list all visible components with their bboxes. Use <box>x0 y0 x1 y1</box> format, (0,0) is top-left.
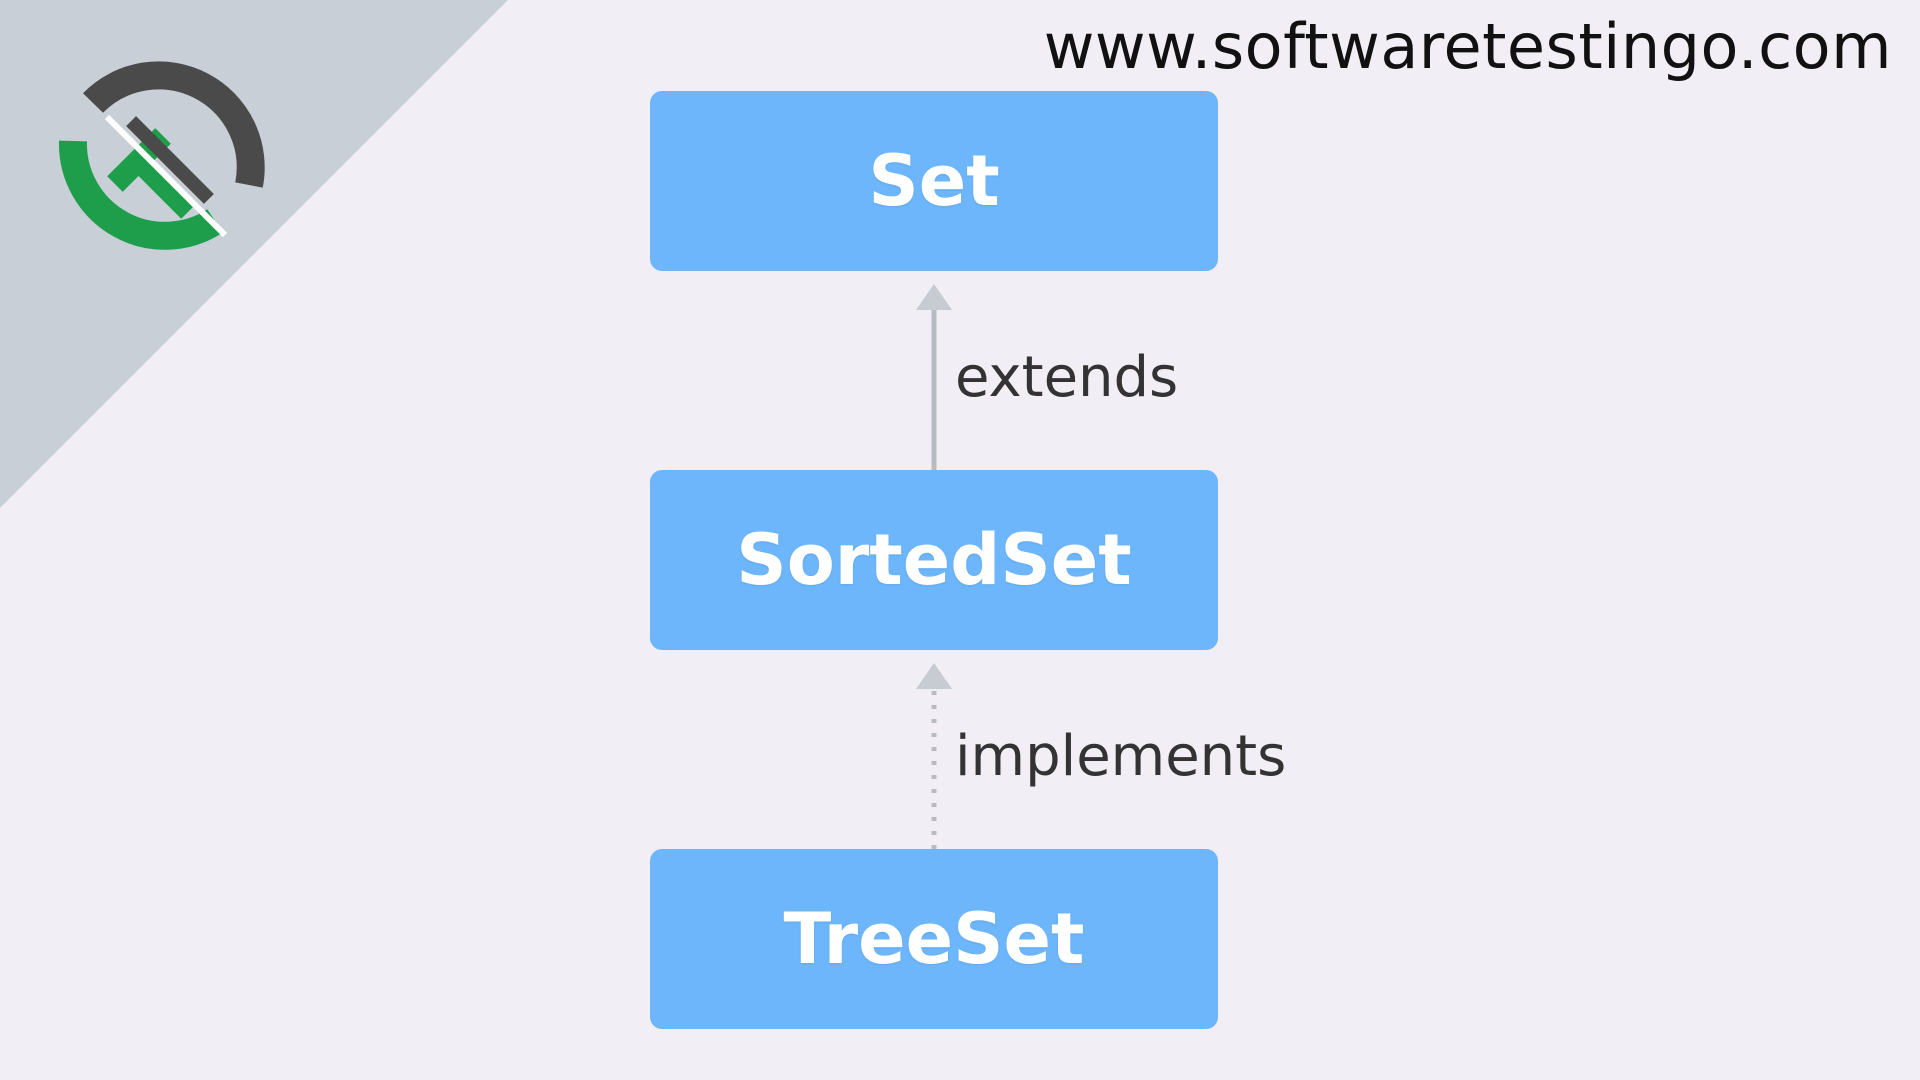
edge-label-extends: extends <box>955 345 1179 410</box>
node-treeset: TreeSet <box>650 849 1218 1029</box>
softwaretestingo-logo-icon <box>58 61 265 250</box>
node-set-label: Set <box>868 140 1000 222</box>
edge-label-implements: implements <box>955 724 1287 789</box>
logo-green-arc <box>58 140 223 250</box>
logo-white-gap <box>104 114 228 238</box>
node-treeset-label: TreeSet <box>783 898 1085 980</box>
logo-gray-arc <box>83 61 265 188</box>
logo-t-stem <box>123 145 197 219</box>
corner-band-shape <box>0 0 508 508</box>
logo-gray-slash <box>126 116 214 204</box>
node-set: Set <box>650 91 1218 271</box>
node-sortedset-label: SortedSet <box>736 519 1132 601</box>
site-url: www.softwaretestingo.com <box>1043 10 1892 83</box>
node-sortedset: SortedSet <box>650 470 1218 650</box>
